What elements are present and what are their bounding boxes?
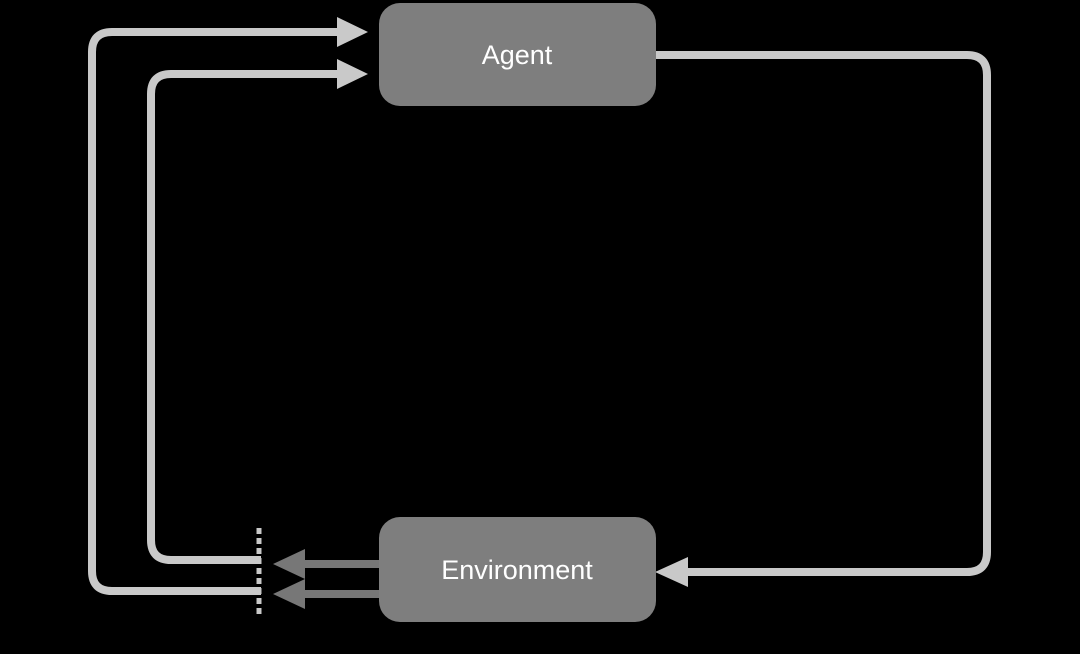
outer-loop-arrowhead — [337, 17, 368, 47]
agent-to-environment-arrow — [655, 51, 991, 587]
inner-loop-arrowhead — [337, 59, 368, 89]
environment-output-lower-arrow — [273, 579, 379, 609]
environment-output-upper-arrow — [273, 549, 379, 579]
environment-to-agent-inner-arrow — [147, 59, 368, 564]
environment-node: Environment — [379, 517, 656, 622]
inner-loop-line — [147, 70, 338, 564]
agent-node: Agent — [379, 3, 656, 106]
environment-output-upper-arrowhead — [273, 549, 305, 579]
environment-node-label: Environment — [441, 555, 593, 585]
environment-output-lower-arrowhead — [273, 579, 305, 609]
agent-to-environment-arrowhead — [655, 557, 688, 587]
outer-loop-line — [88, 28, 338, 595]
agent-node-label: Agent — [482, 40, 553, 70]
environment-node-box — [379, 517, 656, 622]
environment-to-agent-outer-arrow — [88, 17, 368, 595]
agent-to-environment-line — [656, 51, 991, 576]
agent-node-box — [379, 3, 656, 106]
